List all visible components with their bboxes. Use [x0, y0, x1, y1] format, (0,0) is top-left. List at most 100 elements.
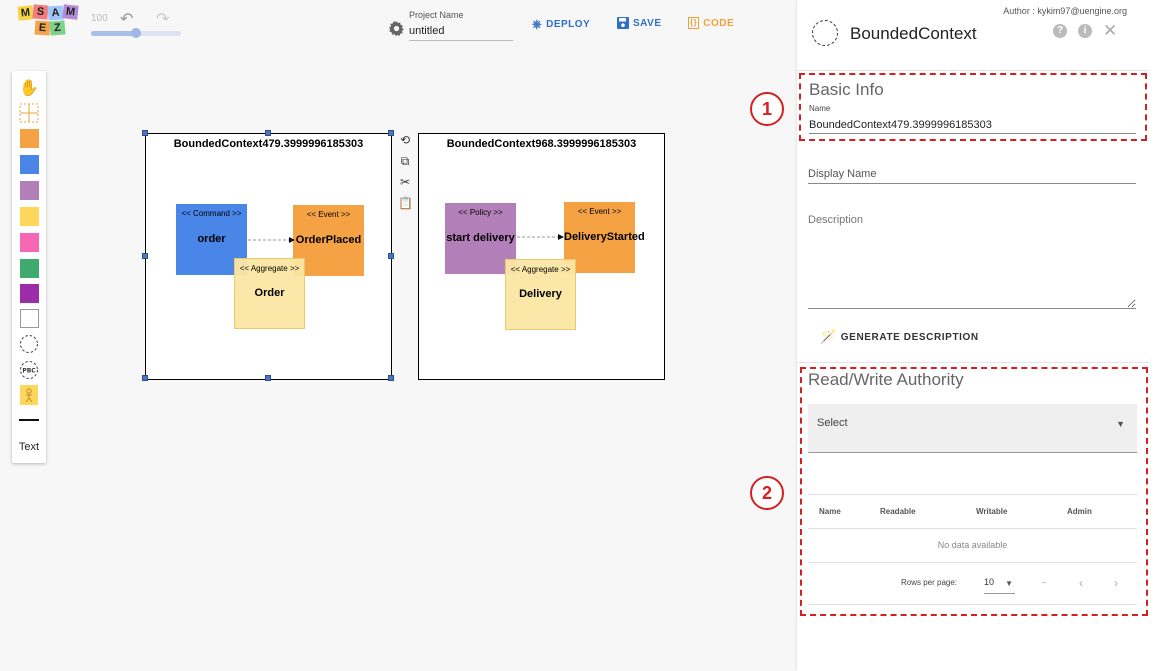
column-header-name[interactable]: Name	[819, 507, 841, 516]
scissors-icon[interactable]: ✂	[399, 175, 411, 189]
sticker-stereotype: << Event >>	[306, 210, 351, 219]
view-sticker-tool[interactable]	[20, 259, 39, 278]
table-header-divider	[808, 528, 1137, 529]
external-sticker-tool[interactable]	[20, 233, 39, 252]
table-top-border	[808, 494, 1137, 495]
msaez-logo[interactable]: M S A M E Z	[17, 4, 84, 38]
highlight-box-basic-info	[799, 73, 1147, 141]
aggregate-sticker-tool[interactable]	[20, 207, 39, 226]
resize-handle[interactable]	[142, 375, 148, 381]
annotation-marker-2: 2	[750, 476, 784, 510]
sticker-name: start delivery	[446, 232, 515, 244]
help-icon[interactable]: ?	[1053, 24, 1067, 38]
redo-icon[interactable]: ↷	[156, 11, 170, 28]
project-name-input[interactable]	[409, 22, 513, 41]
resize-handle[interactable]	[388, 130, 394, 136]
sticker-stereotype: << Aggregate >>	[510, 265, 571, 274]
svg-text:PBC: PBC	[22, 368, 36, 375]
save-button[interactable]: SAVE	[617, 17, 662, 29]
rotate-icon[interactable]: ⟲	[399, 133, 411, 147]
name-input[interactable]	[809, 116, 1136, 134]
highlight-box-authority	[800, 367, 1148, 616]
zoom-slider-knob[interactable]	[131, 28, 141, 38]
deploy-label: DEPLOY	[546, 19, 591, 30]
policy-sticker-tool[interactable]	[20, 181, 39, 200]
table-footer-border	[808, 604, 1137, 605]
sticker-name: OrderPlaced	[295, 234, 362, 246]
sticker-stereotype: << Event >>	[577, 207, 622, 216]
bounded-context-icon	[812, 20, 838, 46]
annotation-marker-1: 1	[750, 92, 784, 126]
sticker-stereotype: << Policy >>	[458, 208, 503, 217]
resize-handle[interactable]	[265, 375, 271, 381]
undo-icon[interactable]: ↶	[120, 11, 134, 28]
grid-select-icon[interactable]	[19, 103, 39, 123]
relation-arrow[interactable]	[516, 231, 566, 245]
kubernetes-icon: ⎈	[532, 17, 543, 31]
column-header-readable[interactable]: Readable	[880, 507, 916, 516]
panel-divider	[797, 362, 1149, 363]
display-name-input[interactable]	[808, 164, 1136, 184]
logo-letter: M	[17, 5, 34, 21]
gear-icon[interactable]	[389, 21, 404, 36]
sticker-name: DeliveryStarted	[564, 231, 645, 243]
dropdown-arrow-icon: ▼	[1005, 579, 1013, 588]
hand-icon[interactable]: ✋	[19, 80, 39, 97]
resize-handle[interactable]	[265, 130, 271, 136]
generate-description-button[interactable]: 🪄 GENERATE DESCRIPTION	[820, 329, 979, 345]
deploy-button[interactable]: ⎈ DEPLOY	[532, 17, 590, 32]
description-textarea[interactable]	[808, 214, 1136, 309]
rows-per-page-select[interactable]: 10 ▼	[984, 573, 1015, 594]
save-icon	[617, 17, 629, 29]
clipboard-icon[interactable]: 📋	[398, 196, 413, 210]
resize-handle[interactable]	[388, 253, 394, 259]
text-tool[interactable]: Text	[18, 441, 40, 453]
resize-handle[interactable]	[142, 130, 148, 136]
column-header-admin[interactable]: Admin	[1067, 507, 1092, 516]
table-bottom-divider	[808, 562, 1137, 563]
sticker-stereotype: << Aggregate >>	[239, 264, 300, 273]
rows-per-page-label: Rows per page:	[901, 578, 958, 587]
author-label: Author : kykim97@uengine.org	[1003, 6, 1127, 16]
sticker-stereotype: << Command >>	[181, 209, 242, 218]
actor-sticker-tool[interactable]	[19, 385, 39, 405]
resize-handle[interactable]	[142, 253, 148, 259]
info-icon[interactable]: i	[1078, 24, 1092, 38]
copy-icon[interactable]: ⧉	[400, 154, 410, 168]
event-sticker[interactable]: << Event >> DeliveryStarted	[564, 202, 645, 273]
zoom-value: 100	[91, 13, 108, 24]
bounded-context-tool-icon[interactable]	[19, 334, 39, 354]
logo-letter: A	[47, 5, 64, 21]
zoom-slider-fill	[91, 31, 136, 36]
event-sticker-tool[interactable]	[20, 129, 39, 148]
policy-sticker[interactable]: << Policy >> start delivery	[445, 203, 516, 274]
close-icon[interactable]: ✕	[1103, 21, 1118, 40]
line-tool[interactable]	[19, 419, 39, 421]
sticker-name: Order	[254, 287, 285, 299]
ui-sticker-tool[interactable]	[20, 309, 39, 328]
panel-divider	[797, 70, 1149, 71]
command-sticker-tool[interactable]	[20, 155, 39, 174]
package-tool-icon[interactable]: PBC	[19, 360, 39, 380]
no-data-message: No data available	[937, 540, 1008, 550]
issue-sticker-tool[interactable]	[20, 284, 39, 303]
bounded-context-1[interactable]: BoundedContext479.3999996185303 << Comma…	[145, 133, 392, 380]
bounded-context-2[interactable]: BoundedContext968.3999996185303 << Polic…	[418, 133, 665, 380]
relation-arrow[interactable]	[247, 234, 297, 248]
authority-select[interactable]: Select ▼	[808, 404, 1137, 453]
bounded-context-title: BoundedContext968.3999996185303	[446, 138, 637, 150]
resize-handle[interactable]	[388, 375, 394, 381]
sticker-name: order	[197, 233, 226, 245]
code-button[interactable]: {} CODE	[688, 17, 734, 29]
sticker-name: Delivery	[519, 288, 562, 300]
project-name-label: Project Name	[409, 10, 464, 20]
code-label: CODE	[703, 17, 735, 29]
dropdown-arrow-icon: ▼	[1116, 419, 1125, 429]
zoom-slider[interactable]	[91, 28, 181, 38]
previous-page-icon[interactable]: ‹	[1079, 576, 1083, 590]
column-header-writable[interactable]: Writable	[976, 507, 1008, 516]
next-page-icon[interactable]: ›	[1114, 576, 1118, 590]
aggregate-sticker[interactable]: << Aggregate >> Delivery	[505, 259, 576, 330]
aggregate-sticker[interactable]: << Aggregate >> Order	[234, 258, 305, 329]
logo-letter: M	[62, 4, 79, 20]
